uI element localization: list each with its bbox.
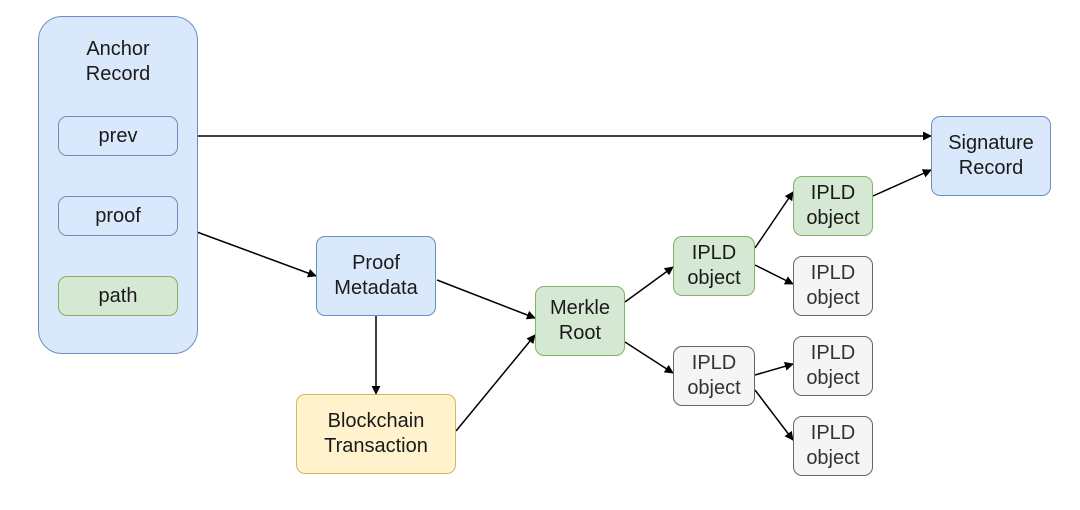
- ipld-object-mid-node[interactable]: IPLD object: [793, 336, 873, 396]
- edge-ipld-object-upper-to-ipld-object-right: [754, 264, 794, 285]
- edge-proof-to-proof-metadata: [177, 224, 317, 278]
- edge-proof-metadata-to-merkle-root: [436, 279, 536, 320]
- merkle-root-node[interactable]: Merkle Root: [535, 286, 625, 356]
- edge-merkle-root-to-ipld-object-lower: [624, 341, 674, 374]
- edge-merkle-root-to-ipld-object-upper: [624, 266, 674, 303]
- prev-field[interactable]: prev: [58, 116, 178, 156]
- ipld-object-bottom-node[interactable]: IPLD object: [793, 416, 873, 476]
- edge-ipld-object-top-to-signature-record: [872, 169, 932, 197]
- edge-blockchain-transaction-to-merkle-root: [455, 334, 536, 432]
- ipld-object-lower-node[interactable]: IPLD object: [673, 346, 755, 406]
- edge-ipld-object-lower-to-ipld-object-bottom: [754, 389, 794, 441]
- edge-ipld-object-upper-to-ipld-object-top: [754, 191, 794, 249]
- blockchain-transaction-node[interactable]: Blockchain Transaction: [296, 394, 456, 474]
- proof-metadata-node[interactable]: Proof Metadata: [316, 236, 436, 316]
- ipld-object-upper-node[interactable]: IPLD object: [673, 236, 755, 296]
- signature-record-node[interactable]: Signature Record: [931, 116, 1051, 196]
- anchor-record-title: Anchor Record: [85, 38, 151, 85]
- ipld-object-top-node[interactable]: IPLD object: [793, 176, 873, 236]
- path-field[interactable]: path: [58, 276, 178, 316]
- proof-field[interactable]: proof: [58, 196, 178, 236]
- ipld-object-right-node[interactable]: IPLD object: [793, 256, 873, 316]
- edge-ipld-object-lower-to-ipld-object-mid: [754, 361, 794, 376]
